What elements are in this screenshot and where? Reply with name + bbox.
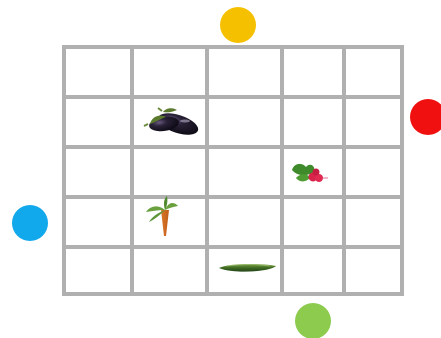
radish-icon [292,164,328,182]
yellow-marker [220,7,256,43]
eggplant-icon [144,108,201,139]
red-marker [410,99,441,135]
grid [64,47,402,294]
cucumber-icon [219,264,276,272]
green-marker [295,303,331,338]
carrot-icon [146,196,178,236]
blue-marker [12,205,48,241]
